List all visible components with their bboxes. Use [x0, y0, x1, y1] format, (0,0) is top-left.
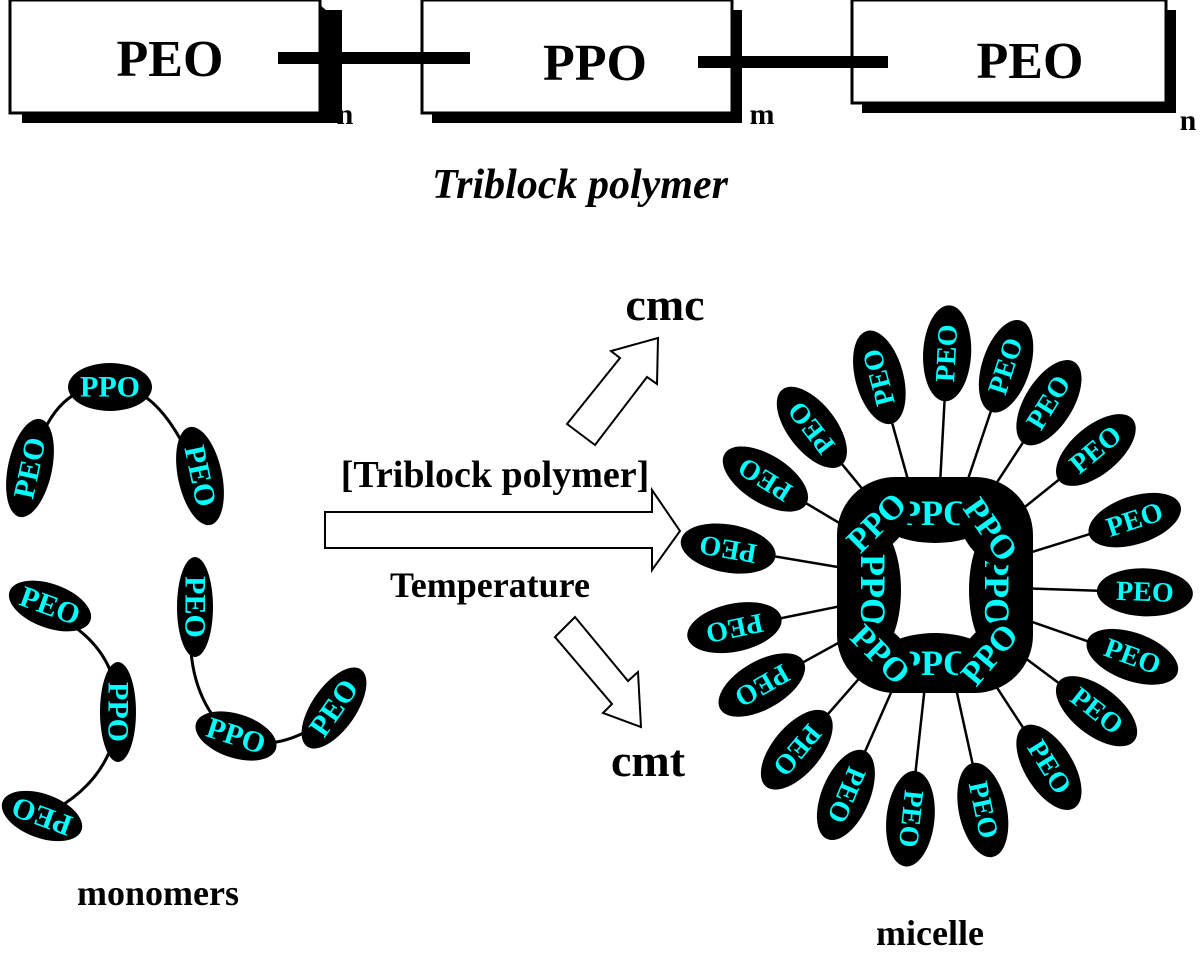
monomer-1-peo-left-shape	[6, 418, 54, 518]
micelle-peo-13-shape	[816, 749, 875, 841]
micelle-peo-10: PEO	[1016, 724, 1082, 810]
micelle-peo-6: PEO	[1088, 492, 1181, 548]
monomers-caption: monomers	[77, 873, 239, 913]
micelle-ppo-tl: PPO	[840, 486, 914, 560]
micelle-peo-3-shape	[978, 320, 1034, 413]
monomer-1-ppo-label: PPO	[80, 371, 140, 404]
micelle-peo-2-shape	[923, 305, 972, 402]
micelle-peo-1: PEO	[853, 330, 906, 425]
monomer-2-ppo-shape	[100, 662, 136, 762]
micelle-ppo-left-label: PPO	[853, 554, 893, 626]
micelle-peo-8: PEO	[1086, 628, 1179, 685]
micelle-peo-11-shape	[957, 762, 1009, 858]
micelle-peo-12-label: PEO	[892, 788, 929, 848]
monomer-1-peo-right: PEO	[176, 426, 224, 526]
micelle-peo-4-shape	[1016, 360, 1082, 446]
block-peo-right: PEO n	[850, 0, 1197, 137]
monomer-3-peo-right-shape	[301, 667, 367, 749]
micelle-peo-14: PEO	[760, 709, 833, 790]
label-triblock-polymer: [Triblock polymer]	[341, 454, 650, 496]
micelle-peo-9-shape	[1055, 676, 1138, 747]
arrow-right-main	[324, 486, 682, 574]
micelle-peo-18-shape	[722, 446, 809, 512]
block-ppo-middle-subscript: m	[750, 98, 775, 131]
monomer-3-ppo: PPO	[195, 711, 277, 761]
micelle-peo-2: PEO	[923, 305, 972, 402]
triblock-schematic: PEO n PPO m PEO n Triblock polymer	[8, 0, 1197, 208]
label-cmc: cmc	[625, 279, 704, 330]
micelle-peo-3: PEO	[978, 320, 1034, 413]
micelle-caption: micelle	[876, 913, 984, 953]
micelle-peo-7-shape	[1096, 568, 1193, 617]
monomer-1-peo-left-label: PEO	[7, 434, 52, 501]
micelle-peo-16-shape	[687, 602, 782, 654]
micelle-ppo-tl-shape	[843, 489, 911, 557]
block-peo-left-label: PEO	[117, 31, 224, 88]
micelle-peo-19-shape	[776, 386, 847, 469]
micelle-peo-16: PEO	[687, 602, 782, 654]
label-cmt: cmt	[611, 735, 686, 786]
block-ppo-middle-label: PPO	[543, 35, 647, 92]
monomer-2-peo-bottom: PEO	[1, 790, 83, 842]
triblock-caption: Triblock polymer	[432, 162, 729, 208]
micelle-peo-5-shape	[1055, 414, 1136, 486]
micelle-ppo-br-shape	[957, 620, 1023, 690]
micelle-peo-8-shape	[1086, 628, 1179, 685]
micelle-peo-7: PEO	[1096, 568, 1193, 617]
monomer-3-peo-top-shape	[177, 557, 213, 657]
monomer-1-peo-left: PEO	[6, 418, 54, 518]
micelle-ppo-bl-shape	[846, 621, 914, 689]
micelle-peo-17: PEO	[680, 523, 776, 574]
monomer-1-peo-right-shape	[176, 426, 224, 526]
micelle-peo-14-shape	[760, 709, 833, 790]
micelle-peo-17-shape	[680, 523, 776, 574]
block-peo-left-subscript: n	[337, 98, 354, 131]
label-temperature: Temperature	[390, 565, 590, 605]
micelle-peo-15-shape	[718, 653, 806, 717]
process-arrows: cmc [Triblock polymer] Temperature cmt	[324, 279, 705, 786]
micelle-peo-11: PEO	[957, 762, 1009, 858]
monomer-3-peo-top: PEO	[177, 557, 213, 657]
micelle-peo-7-label: PEO	[1116, 576, 1175, 609]
monomer-3-ppo-shape	[195, 711, 277, 761]
micelle-peo-6-shape	[1088, 492, 1181, 548]
monomer-2-peo-top: PEO	[8, 580, 92, 632]
monomer-3-peo-right: PEO	[301, 667, 367, 749]
monomer-2-peo-bottom-shape	[1, 790, 83, 842]
micelle-peo-18: PEO	[722, 446, 809, 512]
monomer-2-ppo: PPO	[100, 662, 136, 762]
micelle-ppo-tr-shape	[958, 493, 1022, 567]
arrow-down-cmt	[553, 615, 643, 729]
micelle-peo-1-shape	[853, 330, 906, 425]
monomer-1-ppo-shape	[68, 363, 152, 411]
monomer-3-peo-top-label: PEO	[179, 576, 212, 638]
monomer-1-ppo: PPO	[68, 363, 152, 411]
micelle-peo-12-shape	[886, 770, 935, 867]
monomer-1-peo-right-label: PEO	[177, 442, 222, 509]
micelle-peo-10-shape	[1016, 724, 1082, 810]
block-peo-right-label: PEO	[977, 33, 1084, 90]
arrow-up-cmc	[565, 336, 660, 447]
block-peo-left: PEO n	[8, 0, 354, 131]
micelle-peo-2-label: PEO	[930, 324, 964, 383]
monomer-2-peo-top-shape	[8, 580, 92, 632]
monomers-group: PPO PEO PEO PEO PPO PEO PEO PPO PEO	[1, 363, 367, 842]
block-peo-right-subscript: n	[1180, 104, 1197, 137]
micelle-ppo-right-label: PPO	[977, 554, 1017, 626]
monomer-2-ppo-label: PPO	[102, 682, 135, 742]
micelle-peo-12: PEO	[886, 770, 935, 867]
